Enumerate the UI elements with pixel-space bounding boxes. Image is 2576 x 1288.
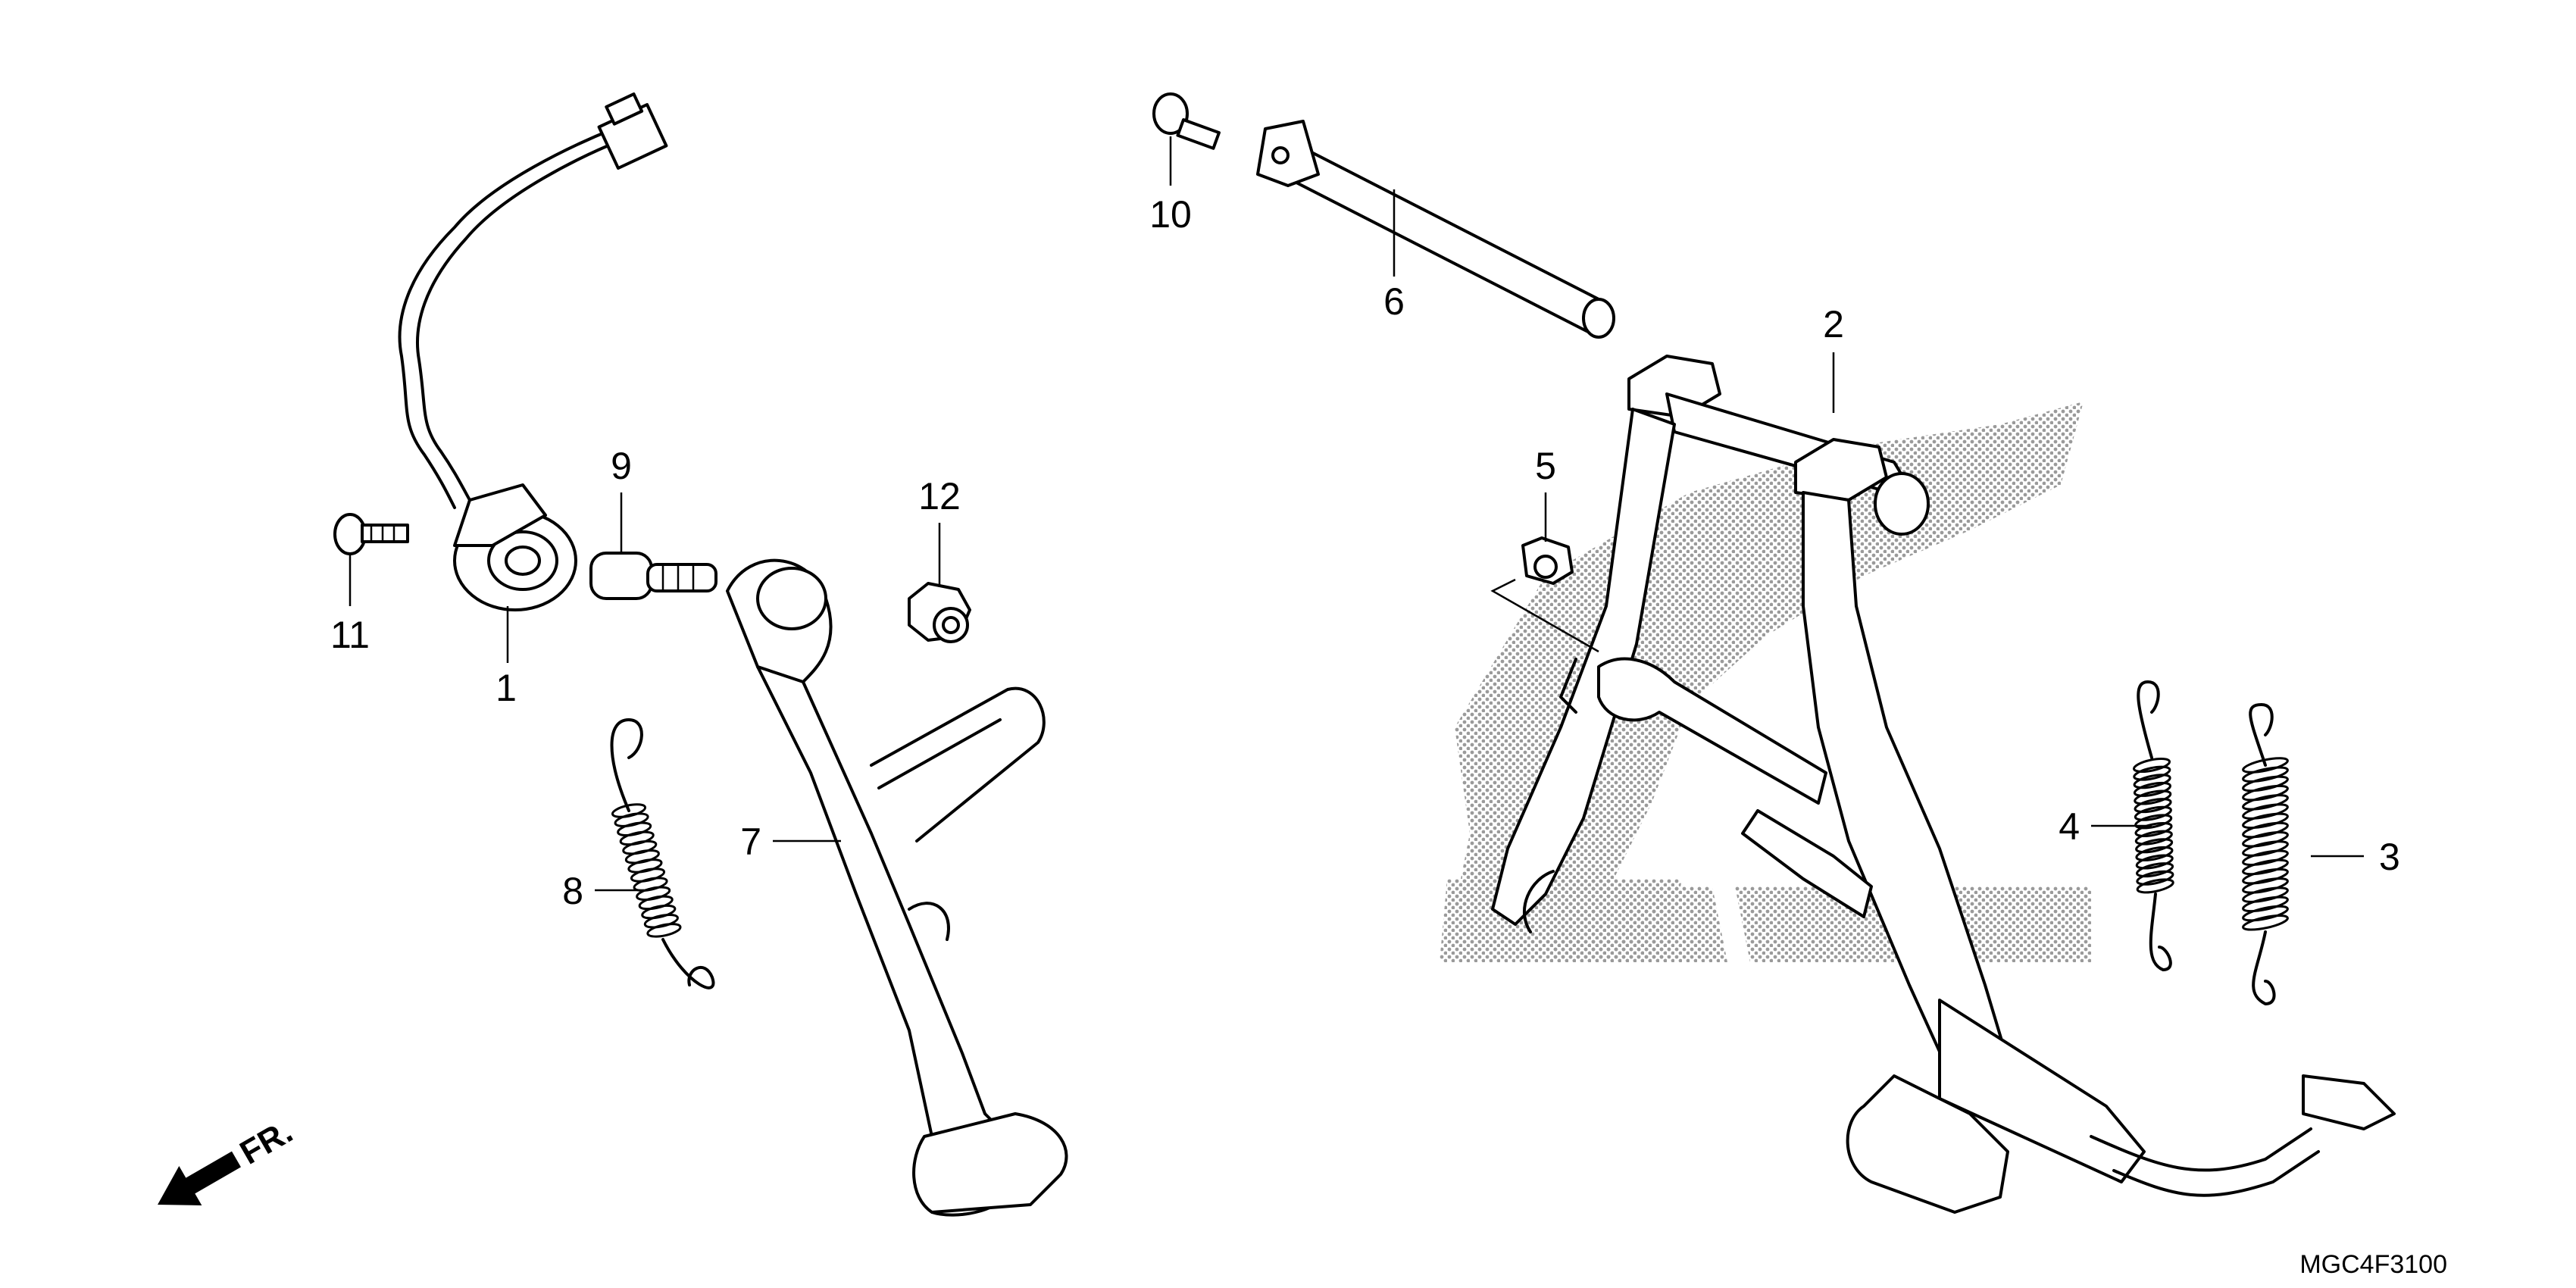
callout-12: 12 bbox=[918, 475, 961, 517]
callout-9: 9 bbox=[611, 445, 632, 487]
callout-10: 10 bbox=[1149, 193, 1192, 236]
spring-3 bbox=[2242, 703, 2289, 1005]
side-stand-switch bbox=[398, 92, 668, 611]
drawing-code: MGC4F3100 bbox=[2299, 1250, 2447, 1279]
bolt-10 bbox=[1152, 92, 1221, 150]
nut-12 bbox=[908, 582, 971, 643]
bolt-11 bbox=[333, 513, 409, 555]
direction-label: FR. bbox=[234, 1113, 299, 1172]
leader-lines bbox=[349, 136, 2364, 892]
main-stand-2 bbox=[1491, 355, 2396, 1214]
spring-4 bbox=[2132, 680, 2174, 971]
pivot-shaft-6 bbox=[1256, 120, 1615, 339]
callout-1: 1 bbox=[496, 667, 517, 709]
front-direction-arrow-icon: FR. bbox=[158, 1113, 299, 1205]
grommet-5 bbox=[1521, 536, 1574, 585]
callout-5: 5 bbox=[1535, 445, 1556, 487]
callout-4: 4 bbox=[2059, 805, 2080, 848]
callout-8: 8 bbox=[562, 870, 583, 912]
callout-7: 7 bbox=[740, 821, 761, 863]
pivot-bolt-9 bbox=[589, 552, 717, 600]
side-stand-7 bbox=[726, 558, 1068, 1217]
spring-8 bbox=[610, 718, 715, 989]
callout-6: 6 bbox=[1383, 280, 1405, 323]
callout-2: 2 bbox=[1823, 303, 1844, 345]
callout-3: 3 bbox=[2379, 836, 2400, 878]
callout-11: 11 bbox=[330, 614, 370, 656]
